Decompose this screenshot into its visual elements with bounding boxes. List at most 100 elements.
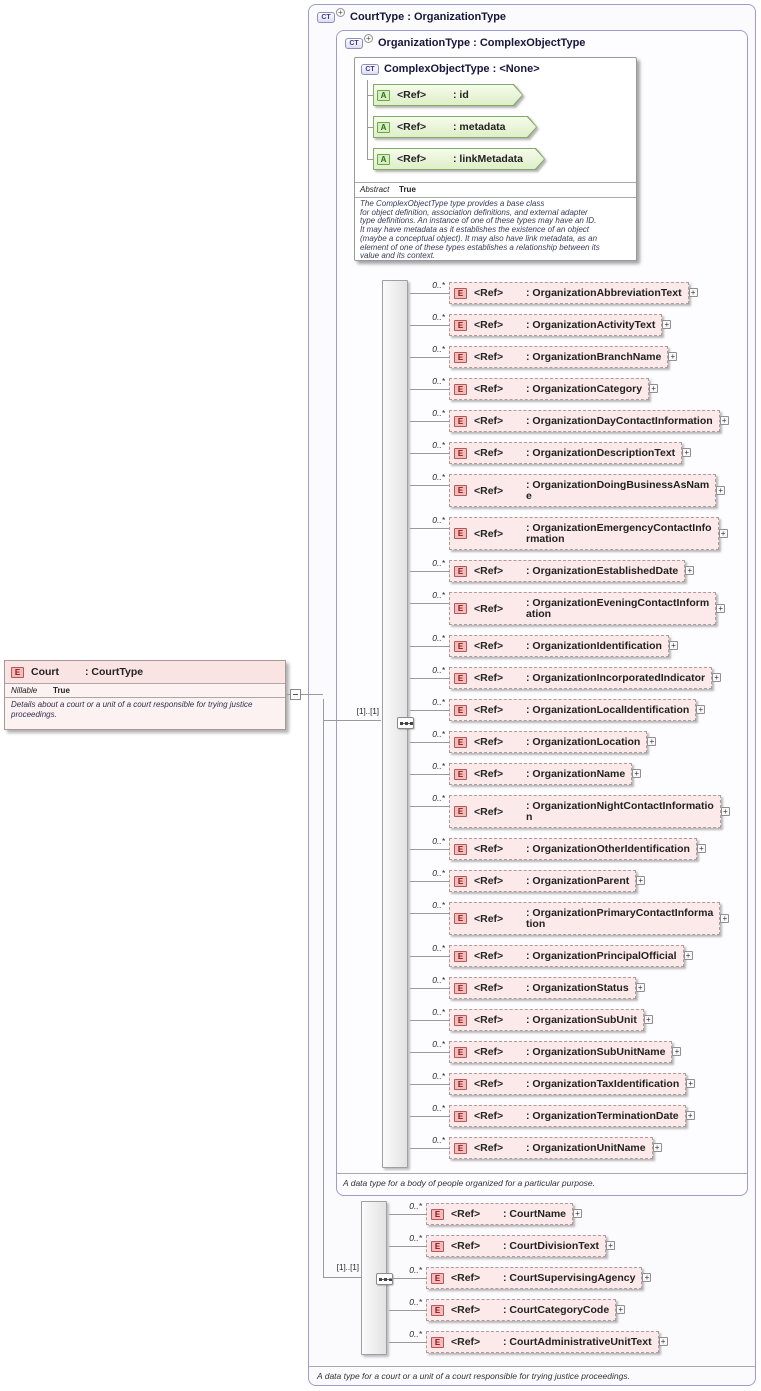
element-box[interactable]: E<Ref>: CourtName+ [426, 1203, 583, 1225]
element-box[interactable]: E<Ref>: OrganizationIncorporatedIndicato… [449, 667, 722, 689]
element-box[interactable]: E<Ref>: OrganizationLocation+ [449, 731, 657, 753]
expand-icon[interactable]: + [685, 1111, 695, 1120]
element-box[interactable]: E<Ref>: OrganizationNightContactInformat… [449, 795, 730, 828]
sequence-group[interactable] [382, 280, 414, 1168]
ref-label: <Ref> [474, 704, 504, 716]
organizationtype-footnote: A data type for a body of people organiz… [343, 1178, 596, 1188]
expand-icon[interactable]: + [652, 1143, 662, 1152]
element-box[interactable]: E<Ref>: OrganizationStatus+ [449, 977, 645, 999]
element-box[interactable]: E<Ref>: OrganizationPrincipalOfficial+ [449, 945, 693, 967]
element-box[interactable]: E<Ref>: OrganizationEveningContactInform… [449, 592, 726, 625]
divider [337, 1173, 747, 1174]
expand-icon[interactable]: + [649, 384, 659, 393]
expand-icon[interactable]: + [668, 641, 678, 650]
expand-icon[interactable]: + [712, 673, 722, 682]
element-box[interactable]: E<Ref>: CourtSupervisingAgency+ [426, 1267, 652, 1289]
cardinality-label: 0..* [432, 975, 445, 985]
attribute-box[interactable]: A<Ref>: linkMetadata [373, 148, 545, 170]
attribute-icon: A [377, 122, 390, 133]
expand-icon[interactable]: + [685, 566, 695, 575]
connector-line [410, 774, 449, 775]
element-box[interactable]: E<Ref>: OrganizationEstablishedDate+ [449, 560, 695, 582]
attribute-box[interactable]: A<Ref>: id [373, 84, 523, 106]
attribute-box[interactable]: A<Ref>: metadata [373, 116, 537, 138]
expand-icon[interactable]: + [686, 1079, 696, 1088]
courttype-title: CourtType : OrganizationType [350, 11, 507, 23]
expand-icon[interactable]: + [573, 1209, 583, 1218]
element-box[interactable]: E<Ref>: OrganizationDescriptionText+ [449, 442, 692, 464]
complexobjecttype-box[interactable]: CT ComplexObjectType : <None> A<Ref>: id [354, 57, 637, 261]
connector-line [410, 806, 449, 807]
element-box[interactable]: E<Ref>: OrganizationTerminationDate+ [449, 1105, 695, 1127]
cardinality-label: 0..* [432, 868, 445, 878]
expand-icon[interactable]: + [642, 1273, 652, 1282]
expand-icon[interactable]: + [643, 1015, 653, 1024]
expand-icon[interactable]: + [682, 448, 692, 457]
element-name: : OrganizationParent [526, 874, 630, 887]
element-box[interactable]: E<Ref>: OrganizationName+ [449, 763, 642, 785]
element-box[interactable]: E<Ref>: CourtAdministrativeUnitText+ [426, 1331, 668, 1353]
element-box[interactable]: E<Ref>: OrganizationSubUnit+ [449, 1009, 653, 1031]
element-box[interactable]: E<Ref>: OrganizationOtherIdentification+ [449, 838, 706, 860]
attribute-box-fill: A<Ref>: id [374, 85, 522, 105]
expand-icon[interactable]: + [683, 951, 693, 960]
element-box[interactable]: E<Ref>: OrganizationDoingBusinessAsNam e… [449, 474, 726, 507]
expand-icon[interactable]: + [662, 320, 672, 329]
expand-icon[interactable]: + [696, 844, 706, 853]
connector-line [323, 720, 381, 721]
ref-label: <Ref> [474, 805, 504, 818]
element-box[interactable]: E<Ref>: OrganizationTaxIdentification+ [449, 1073, 696, 1095]
expand-icon[interactable]: + [720, 806, 730, 816]
expand-icon[interactable]: + [716, 603, 726, 613]
element-box[interactable]: E<Ref>: OrganizationBranchName+ [449, 346, 678, 368]
element-box[interactable]: E<Ref>: OrganizationEmergencyContactInfo… [449, 517, 728, 550]
element-icon: E [454, 768, 467, 780]
expand-icon[interactable]: + [658, 1337, 668, 1346]
cardinality-label: 0..* [432, 408, 445, 418]
element-box[interactable]: E<Ref>: OrganizationSubUnitName+ [449, 1041, 682, 1063]
connector-handle-icon[interactable] [290, 689, 301, 700]
element-box[interactable]: E<Ref>: OrganizationPrimaryContactInform… [449, 902, 730, 935]
ref-label: <Ref> [474, 484, 504, 497]
element-box[interactable]: E<Ref>: OrganizationActivityText+ [449, 314, 672, 336]
element-box[interactable]: E<Ref>: OrganizationParent+ [449, 870, 646, 892]
expand-icon[interactable]: + [606, 1241, 616, 1250]
expand-icon[interactable]: + [688, 288, 698, 297]
expand-icon[interactable]: + [635, 983, 645, 992]
divider [5, 683, 285, 684]
expand-icon[interactable]: + [696, 705, 706, 714]
element-box[interactable]: E<Ref>: OrganizationDayContactInformatio… [449, 410, 729, 432]
element-box[interactable]: E<Ref>: OrganizationUnitName+ [449, 1137, 662, 1159]
element-box[interactable]: E<Ref>: OrganizationCategory+ [449, 378, 659, 400]
expand-icon[interactable]: + [720, 913, 730, 923]
element-box[interactable]: E<Ref>: OrganizationLocalIdentification+ [449, 699, 706, 721]
expand-icon[interactable]: + [632, 769, 642, 778]
element-name: : CourtDivisionText [503, 1239, 600, 1252]
element-box[interactable]: E<Ref>: CourtCategoryCode+ [426, 1299, 626, 1321]
sequence-group[interactable] [361, 1201, 393, 1355]
ref-label: <Ref> [474, 1014, 504, 1026]
connector-line [410, 1020, 449, 1021]
expand-icon[interactable]: + [672, 1047, 682, 1056]
element-box[interactable]: E<Ref>: OrganizationIdentification+ [449, 635, 678, 657]
expand-icon[interactable]: + [716, 485, 726, 495]
element-box[interactable]: E<Ref>: OrganizationAbbreviationText+ [449, 282, 698, 304]
expand-icon[interactable]: + [636, 876, 646, 885]
expand-icon[interactable]: + [718, 528, 728, 538]
expand-icon[interactable]: + [616, 1305, 626, 1314]
ref-label: <Ref> [397, 121, 427, 133]
expand-icon[interactable]: + [668, 352, 678, 361]
element-name: : OrganizationLocalIdentification [526, 703, 690, 716]
divider [355, 197, 636, 198]
organizationtype-box: CT+ OrganizationType : ComplexObjectType… [336, 30, 748, 1196]
complextype-icon: CT [317, 12, 335, 23]
expand-icon[interactable]: + [647, 737, 657, 746]
sequence-icon[interactable] [376, 1273, 393, 1285]
ref-label: <Ref> [474, 640, 504, 652]
cardinality-label: 0..* [432, 665, 445, 675]
expand-icon[interactable]: + [719, 416, 729, 425]
element-box[interactable]: E<Ref>: CourtDivisionText+ [426, 1235, 616, 1257]
sequence-icon[interactable] [397, 717, 414, 729]
